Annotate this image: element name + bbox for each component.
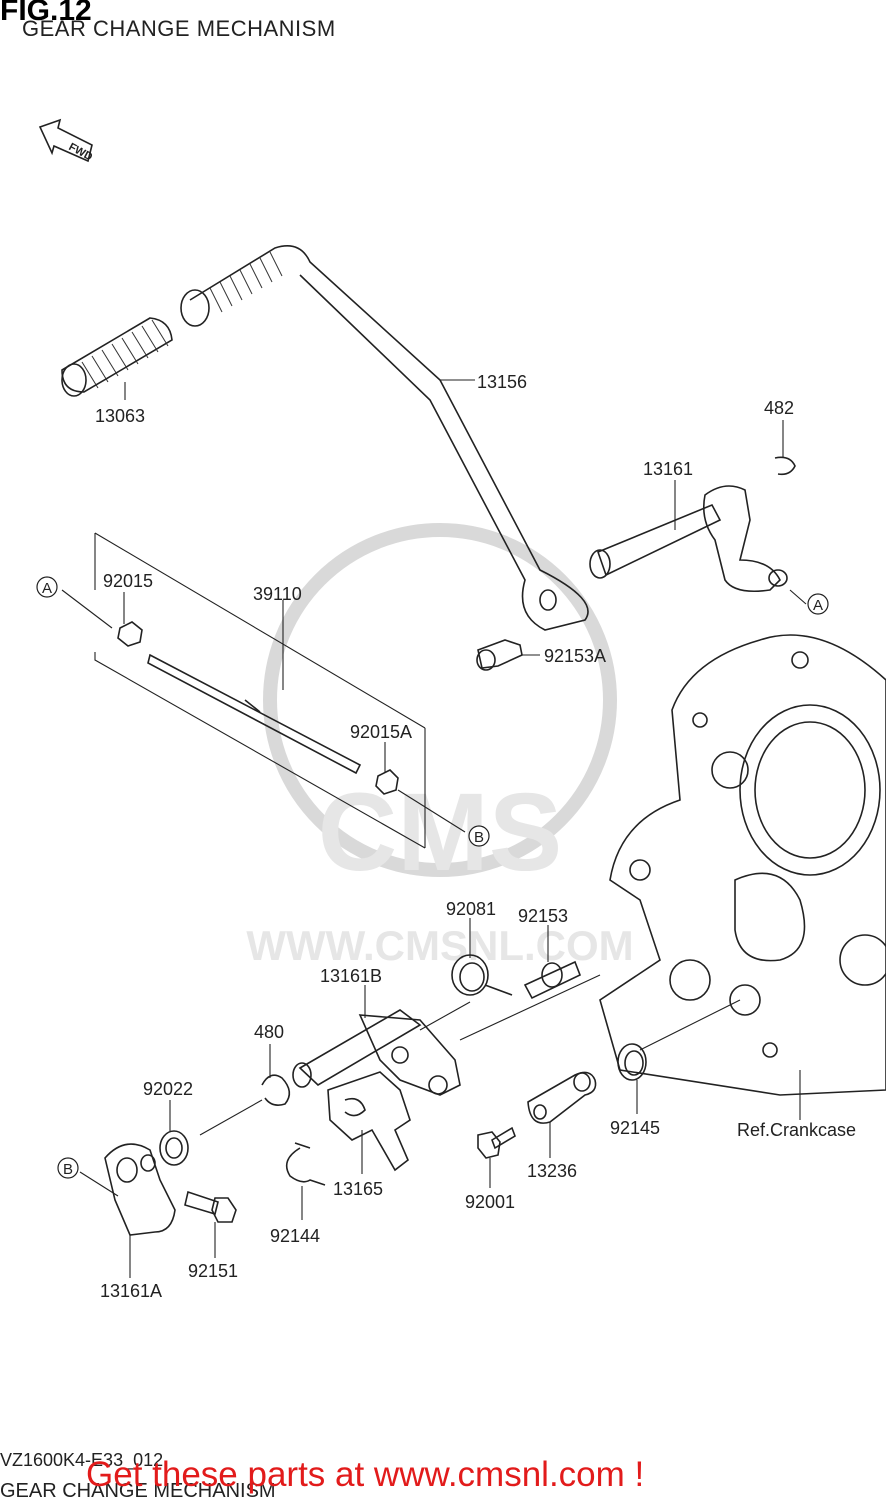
part-482-shape[interactable]	[774, 456, 796, 476]
part-92153A-shape[interactable]	[476, 639, 523, 671]
label-39110[interactable]: 39110	[253, 584, 302, 604]
watermark-url-text: WWW.CMSNL.COM	[246, 922, 633, 969]
label-92153[interactable]: 92153	[518, 906, 568, 926]
marker-a-left: A	[36, 576, 58, 598]
label-92015[interactable]: 92015	[103, 571, 153, 591]
cms-watermark: CMS WWW.CMSNL.COM	[246, 523, 634, 969]
svg-text:A: A	[813, 597, 823, 614]
svg-text:A: A	[42, 580, 52, 597]
part-92022-shape[interactable]	[159, 1130, 189, 1166]
label-13161B[interactable]: 13161B	[320, 966, 382, 986]
label-13161[interactable]: 13161	[643, 459, 693, 479]
part-92145-shape[interactable]	[617, 1043, 647, 1081]
label-480[interactable]: 480	[254, 1022, 284, 1042]
crankcase-outline	[599, 634, 886, 1096]
label-92144[interactable]: 92144	[270, 1226, 320, 1246]
part-13165-shape[interactable]	[327, 1071, 411, 1172]
figure-code: VZ1600K4-E33_012	[0, 1450, 164, 1470]
label-13063[interactable]: 13063	[95, 406, 145, 426]
part-13156-shape[interactable]	[180, 245, 589, 631]
figure-title: FIG.12	[0, 0, 92, 27]
label-13236[interactable]: 13236	[527, 1161, 577, 1181]
marker-b-left: B	[57, 1157, 79, 1179]
part-13161-shape[interactable]	[589, 485, 788, 593]
part-13161A-shape[interactable]	[104, 1143, 176, 1236]
part-92001-shape[interactable]	[477, 1126, 516, 1159]
label-92001[interactable]: 92001	[465, 1192, 515, 1212]
label-13161A[interactable]: 13161A	[100, 1281, 162, 1301]
marker-b-right: B	[468, 825, 490, 847]
part-13063-shape[interactable]	[61, 317, 173, 397]
bracket-39110-lines	[94, 532, 426, 849]
label-92022[interactable]: 92022	[143, 1079, 193, 1099]
part-480-shape[interactable]	[261, 1074, 291, 1106]
part-92153-shape[interactable]	[523, 960, 582, 1000]
label-13156[interactable]: 13156	[477, 372, 527, 392]
watermark-logo-text: CMS	[318, 771, 562, 894]
footer-subtitle: GEAR CHANGE MECHANISM	[0, 1480, 276, 1502]
part-13161B-shape[interactable]	[292, 1009, 461, 1096]
svg-text:B: B	[474, 829, 484, 846]
label-92151[interactable]: 92151	[188, 1261, 238, 1281]
label-13165[interactable]: 13165	[333, 1179, 383, 1199]
leader-lines	[61, 379, 807, 1278]
label-482[interactable]: 482	[764, 398, 794, 418]
part-39110-shape[interactable]	[117, 621, 399, 795]
fwd-arrow-icon: FWD	[38, 118, 94, 163]
label-92081[interactable]: 92081	[446, 899, 496, 919]
marker-a-right: A	[807, 593, 829, 615]
svg-text:B: B	[63, 1161, 73, 1178]
part-13236-shape[interactable]	[527, 1071, 597, 1124]
label-92145[interactable]: 92145	[610, 1118, 660, 1138]
label-ref-crankcase: Ref.Crankcase	[737, 1120, 856, 1140]
part-92144-shape[interactable]	[285, 1142, 326, 1186]
promo-link[interactable]: Get these parts at www.cmsnl.com !	[86, 1455, 645, 1494]
label-92153A[interactable]: 92153A	[544, 646, 606, 666]
label-92015A[interactable]: 92015A	[350, 722, 412, 742]
part-92151-shape[interactable]	[184, 1190, 237, 1223]
figure-subtitle: GEAR CHANGE MECHANISM	[22, 16, 336, 41]
